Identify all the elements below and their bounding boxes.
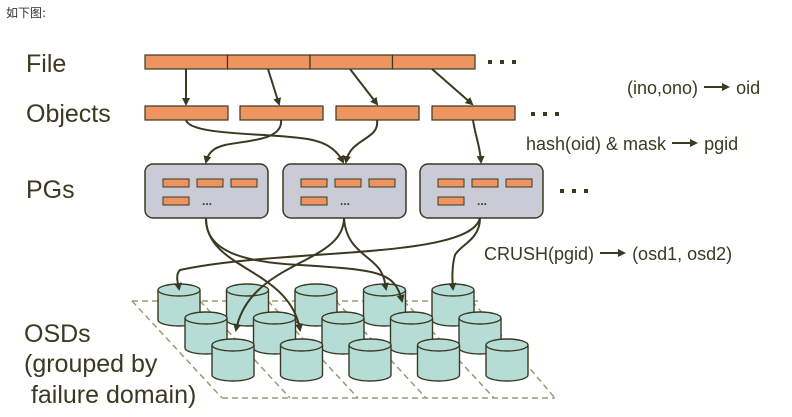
rule-to: oid bbox=[736, 78, 761, 98]
pg-object bbox=[471, 178, 499, 188]
file-label: File bbox=[26, 50, 67, 78]
file-object-arrows bbox=[182, 68, 474, 106]
object-pg-arrows bbox=[185, 119, 485, 164]
pg-object bbox=[437, 178, 465, 188]
rule-pg-to-osd: CRUSH(pgid) (osd1, osd2) bbox=[484, 244, 732, 265]
more-ellipsis-icon bbox=[560, 189, 588, 193]
pgs-label: PGs bbox=[26, 176, 75, 204]
osd-cylinder bbox=[279, 338, 324, 382]
arrow-pg-to-osd bbox=[448, 217, 481, 291]
object-block bbox=[144, 105, 229, 121]
pg-more-ellipsis: ... bbox=[340, 194, 350, 208]
rule-to: pgid bbox=[704, 134, 739, 154]
objects-row bbox=[144, 105, 516, 121]
arrow-right-icon bbox=[703, 76, 731, 91]
file-segment bbox=[309, 54, 394, 70]
arrow-right-icon bbox=[671, 132, 699, 147]
osd-cylinder bbox=[485, 338, 529, 382]
pg-object bbox=[230, 178, 258, 188]
arrow-object-to-pg bbox=[343, 119, 379, 164]
pg-object bbox=[300, 178, 328, 188]
rule-object-to-pg: hash(oid) & mask pgid bbox=[526, 134, 738, 155]
pg-object bbox=[300, 196, 328, 206]
arrow-pg-to-osd bbox=[204, 217, 405, 303]
pg-box bbox=[419, 163, 544, 219]
pg-object bbox=[368, 178, 396, 188]
pg-box bbox=[282, 163, 407, 219]
object-block bbox=[431, 105, 516, 121]
object-block bbox=[335, 105, 420, 121]
pg-osd-arrows bbox=[174, 217, 481, 332]
file-bar bbox=[144, 54, 476, 70]
arrow-object-to-pg bbox=[185, 119, 344, 164]
osd-cylinder bbox=[416, 338, 461, 382]
objects-label: Objects bbox=[26, 100, 111, 128]
rule-to: (osd1, osd2) bbox=[632, 244, 733, 264]
file-segment bbox=[226, 54, 311, 70]
arrow-pg-to-osd bbox=[205, 217, 303, 332]
arrow-right-icon bbox=[599, 242, 627, 257]
arrow-pg-to-osd bbox=[174, 217, 481, 291]
pg-object bbox=[334, 178, 362, 188]
osd-cylinder bbox=[211, 338, 255, 382]
arrow-object-to-pg bbox=[472, 119, 485, 164]
grid-line bbox=[131, 300, 223, 399]
pg-more-ellipsis: ... bbox=[477, 194, 487, 208]
more-ellipsis-icon bbox=[488, 60, 516, 64]
pg-box bbox=[144, 163, 269, 219]
arrow-object-to-pg bbox=[203, 119, 283, 164]
placement-group: ... bbox=[144, 163, 269, 219]
placement-group: ... bbox=[282, 163, 407, 219]
osd-cylinder bbox=[348, 338, 392, 382]
ellipsis-markers bbox=[488, 60, 588, 193]
pg-object bbox=[437, 196, 465, 206]
rule-from: hash(oid) & mask bbox=[526, 134, 667, 154]
more-ellipsis-icon bbox=[531, 112, 559, 116]
rule-from: CRUSH(pgid) bbox=[484, 244, 595, 264]
arrow-file-to-object bbox=[349, 68, 379, 106]
arrow-pg-to-osd bbox=[343, 217, 389, 291]
arrow-file-to-object bbox=[267, 68, 282, 106]
osds-grouping-label: (grouped by bbox=[24, 350, 158, 378]
pg-object bbox=[162, 178, 190, 188]
rule-file-to-object: (ino,ono) oid bbox=[627, 78, 760, 99]
arrow-file-to-object bbox=[431, 68, 474, 106]
file-segment bbox=[144, 54, 229, 70]
pg-object bbox=[196, 178, 224, 188]
pg-object bbox=[505, 178, 533, 188]
rule-from: (ino,ono) bbox=[627, 78, 699, 98]
osds-label: OSDs bbox=[24, 320, 91, 348]
osd-group bbox=[157, 283, 529, 382]
pg-more-ellipsis: ... bbox=[202, 194, 212, 208]
arrow-pg-to-osd bbox=[233, 217, 345, 332]
pg-object bbox=[162, 196, 190, 206]
placement-group: ... bbox=[419, 163, 544, 219]
object-block bbox=[239, 105, 324, 121]
caption-text: 如下图: bbox=[6, 6, 47, 20]
osds-failure-domain-label: failure domain) bbox=[24, 381, 197, 409]
file-segment bbox=[391, 54, 476, 70]
pgs-row: ......... bbox=[144, 163, 544, 219]
